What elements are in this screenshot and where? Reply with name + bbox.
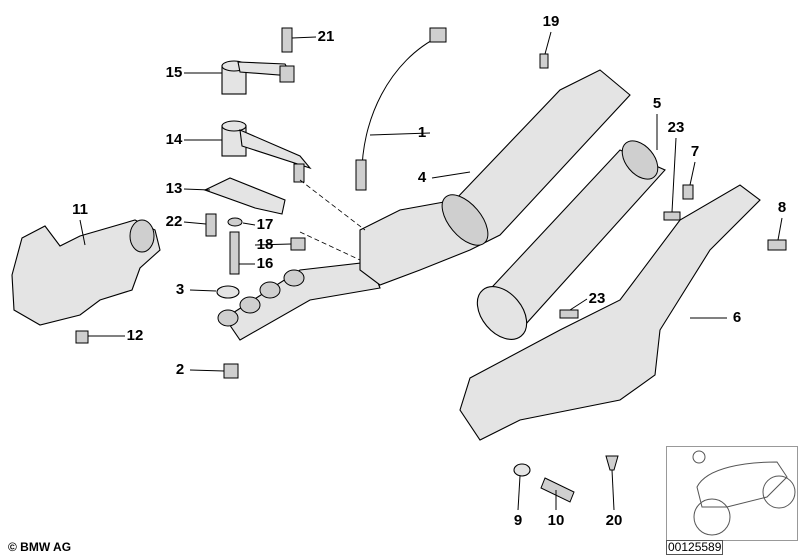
part-23-bolt-2: [559, 309, 579, 319]
part-11-heat-shield: [11, 219, 161, 326]
part-1-oxygen-sensor: [361, 35, 441, 181]
callout-1: 1: [417, 124, 427, 141]
motorcycle-icon: [692, 450, 796, 536]
part-10-bolt: [540, 477, 575, 503]
callout-22: 22: [165, 213, 183, 230]
part-9-washer: [513, 463, 531, 477]
leader-lines: [79, 31, 783, 511]
callout-18: 18: [256, 236, 274, 253]
callout-19: 19: [542, 13, 560, 30]
callout-13: 13: [165, 180, 183, 197]
part-20-clip: [605, 455, 619, 471]
part-2-nut: [223, 363, 239, 379]
callout-14: 14: [165, 131, 183, 148]
part-14-bracket: [221, 120, 312, 183]
callout-11: 11: [72, 201, 88, 218]
callout-21: 21: [317, 28, 335, 45]
part-21-screw: [281, 27, 293, 53]
part-15-bracket: [221, 60, 295, 95]
part-22-bolt: [205, 213, 217, 237]
part-18-nut: [290, 237, 306, 251]
callout-10: 10: [547, 512, 565, 529]
part-13-plate: [203, 177, 286, 215]
part-7-clip: [682, 184, 694, 200]
callout-8: 8: [777, 199, 787, 216]
part-8-bolt: [767, 239, 787, 251]
callout-9: 9: [513, 512, 523, 529]
part-6-heat-shield: [459, 184, 761, 441]
callout-17: 17: [256, 216, 274, 233]
callout-20: 20: [605, 512, 623, 529]
callout-16: 16: [256, 255, 274, 272]
callout-23-second: 23: [588, 290, 606, 307]
inset-motorcycle-thumbnail: [666, 446, 798, 541]
copyright-text: © BMW AG: [8, 540, 72, 554]
part-12-nut: [75, 330, 89, 344]
callout-3: 3: [175, 281, 185, 298]
callout-12: 12: [126, 327, 144, 344]
callout-4: 4: [417, 169, 427, 186]
callout-5: 5: [652, 95, 662, 112]
callout-15: 15: [165, 64, 183, 81]
part-23-bolt: [663, 211, 681, 221]
callout-2: 2: [175, 361, 185, 378]
part-16-bolt: [229, 231, 240, 275]
part-3-gasket: [216, 285, 240, 299]
image-number: 00125589: [666, 540, 724, 555]
part-17-washer: [227, 217, 243, 227]
part-19-pin: [539, 53, 549, 69]
callout-23: 23: [667, 119, 685, 136]
callout-6: 6: [732, 309, 742, 326]
part-manifold: [217, 261, 381, 341]
callout-7: 7: [690, 143, 700, 160]
